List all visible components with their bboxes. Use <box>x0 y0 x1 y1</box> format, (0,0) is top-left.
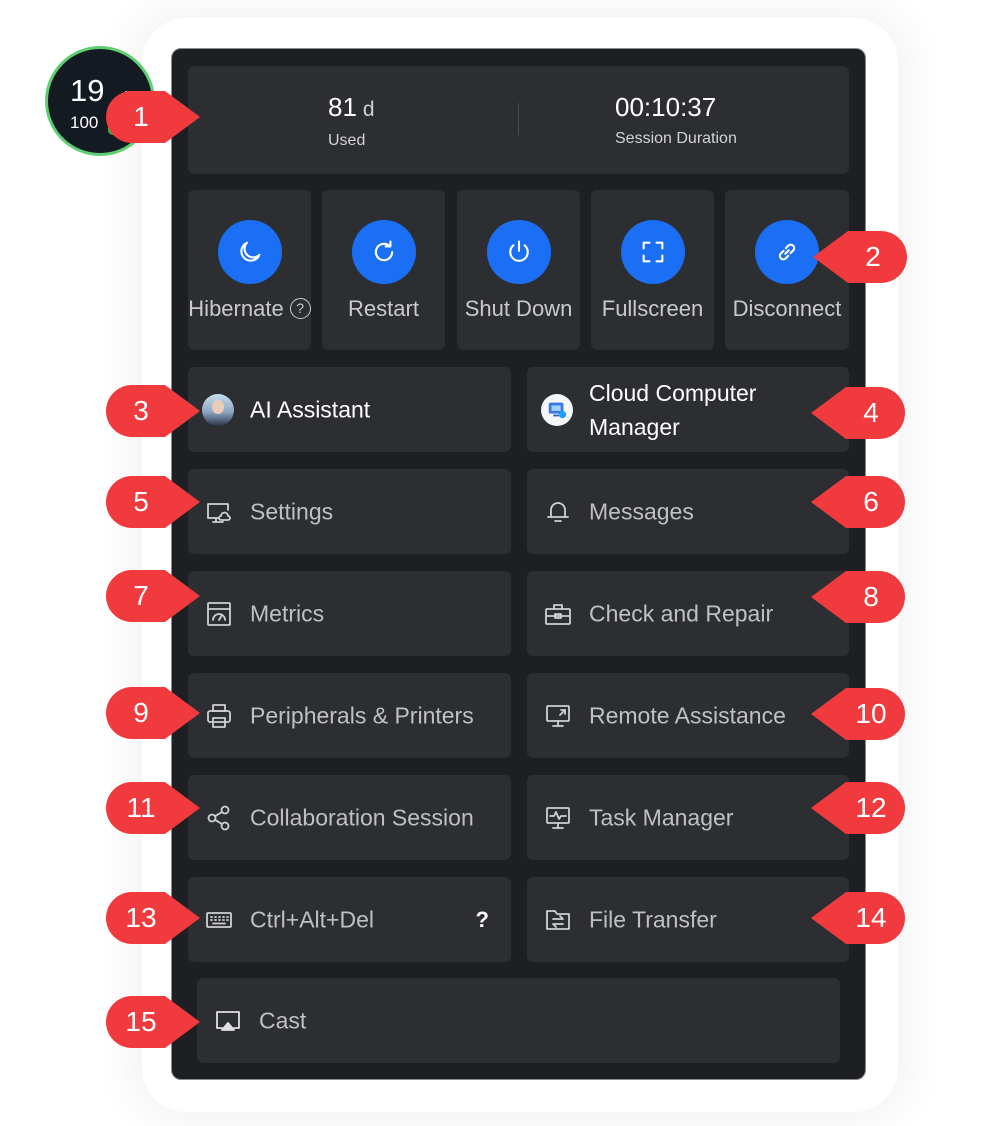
callout-15: 15 <box>105 995 201 1049</box>
peripherals-printers-button[interactable]: Peripherals & Printers <box>188 673 511 758</box>
metrics-label: Metrics <box>250 600 325 626</box>
file-transfer-button[interactable]: File Transfer <box>527 877 849 962</box>
restart-button[interactable]: Restart <box>322 190 445 350</box>
session-duration-stat: 00:10:37 Session Duration <box>615 94 737 148</box>
disconnect-label: Disconnect <box>732 296 842 321</box>
shutdown-label: Shut Down <box>464 296 573 321</box>
widget-sub-value: 100 <box>70 113 99 132</box>
stat-divider <box>518 103 519 135</box>
fullscreen-icon <box>620 220 685 284</box>
callout-8: 8 <box>810 570 906 624</box>
callout-6: 6 <box>810 475 906 529</box>
power-icon <box>486 220 551 284</box>
hibernate-label: Hibernate <box>188 296 284 321</box>
remote-assistance-label: Remote Assistance <box>589 702 786 728</box>
fullscreen-button[interactable]: Fullscreen <box>591 190 714 350</box>
toolbox-icon <box>543 599 573 629</box>
restart-icon <box>351 220 416 284</box>
callout-3: 3 <box>105 384 201 438</box>
cloud-computer-manager-label: Cloud Computer Manager <box>589 379 757 440</box>
widget-value: 19 <box>70 73 105 108</box>
folder-transfer-icon <box>543 905 573 935</box>
ctrl-alt-del-help-icon[interactable]: ? <box>475 906 489 932</box>
callout-10: 10 <box>810 687 906 741</box>
moon-icon <box>217 220 282 284</box>
messages-button[interactable]: Messages <box>527 469 849 554</box>
peripherals-printers-label: Peripherals & Printers <box>250 702 474 728</box>
session-duration-label: Session Duration <box>615 130 737 147</box>
monitor-settings-icon <box>204 497 234 527</box>
callout-2: 2 <box>812 230 908 284</box>
callout-5: 5 <box>105 475 201 529</box>
days-used-unit: d <box>362 98 375 121</box>
fullscreen-label: Fullscreen <box>601 296 704 321</box>
ai-assistant-label: AI Assistant <box>250 396 371 422</box>
callout-1: 1 <box>105 90 201 144</box>
printer-icon <box>204 701 234 731</box>
file-transfer-label: File Transfer <box>589 906 717 932</box>
session-duration-value: 00:10:37 <box>615 92 717 122</box>
disconnect-button[interactable]: Disconnect <box>725 190 849 350</box>
callout-12: 12 <box>810 781 906 835</box>
cast-button[interactable]: Cast <box>197 978 840 1063</box>
metrics-gauge-icon <box>204 599 234 629</box>
cloud-computer-manager-button[interactable]: Cloud Computer Manager <box>527 367 849 452</box>
callout-13: 13 <box>105 891 201 945</box>
callout-11: 11 <box>105 781 201 835</box>
callout-7: 7 <box>105 569 201 623</box>
hibernate-button[interactable]: Hibernate? <box>188 190 311 350</box>
settings-label: Settings <box>250 498 334 524</box>
task-monitor-icon <box>543 803 573 833</box>
hibernate-help-icon[interactable]: ? <box>289 298 311 319</box>
bell-icon <box>543 497 573 527</box>
ctrl-alt-del-button[interactable]: Ctrl+Alt+Del ? <box>188 877 511 962</box>
cloud-manager-logo-icon <box>541 393 573 426</box>
remote-assistance-button[interactable]: Remote Assistance <box>527 673 849 758</box>
restart-label: Restart <box>348 296 419 321</box>
cast-icon <box>213 1006 243 1036</box>
callout-14: 14 <box>810 891 906 945</box>
share-icon <box>204 803 234 833</box>
check-and-repair-button[interactable]: Check and Repair <box>527 571 849 656</box>
cast-label: Cast <box>259 1007 307 1033</box>
ctrl-alt-del-label: Ctrl+Alt+Del <box>250 906 374 932</box>
days-used-label: Used <box>328 132 366 149</box>
messages-label: Messages <box>589 498 694 524</box>
collaboration-session-label: Collaboration Session <box>250 804 474 830</box>
shutdown-button[interactable]: Shut Down <box>457 190 580 350</box>
collaboration-session-button[interactable]: Collaboration Session <box>188 775 511 860</box>
callout-9: 9 <box>105 686 201 740</box>
callout-4: 4 <box>810 386 906 440</box>
task-manager-button[interactable]: Task Manager <box>527 775 849 860</box>
keyboard-icon <box>204 905 234 935</box>
settings-button[interactable]: Settings <box>188 469 511 554</box>
ai-avatar-icon <box>202 393 234 426</box>
check-and-repair-label: Check and Repair <box>589 600 774 626</box>
remote-monitor-icon <box>543 701 573 731</box>
task-manager-label: Task Manager <box>589 804 734 830</box>
days-used-value: 81 <box>328 92 357 122</box>
metrics-button[interactable]: Metrics <box>188 571 511 656</box>
ai-assistant-button[interactable]: AI Assistant <box>188 367 511 452</box>
link-icon <box>755 220 819 284</box>
